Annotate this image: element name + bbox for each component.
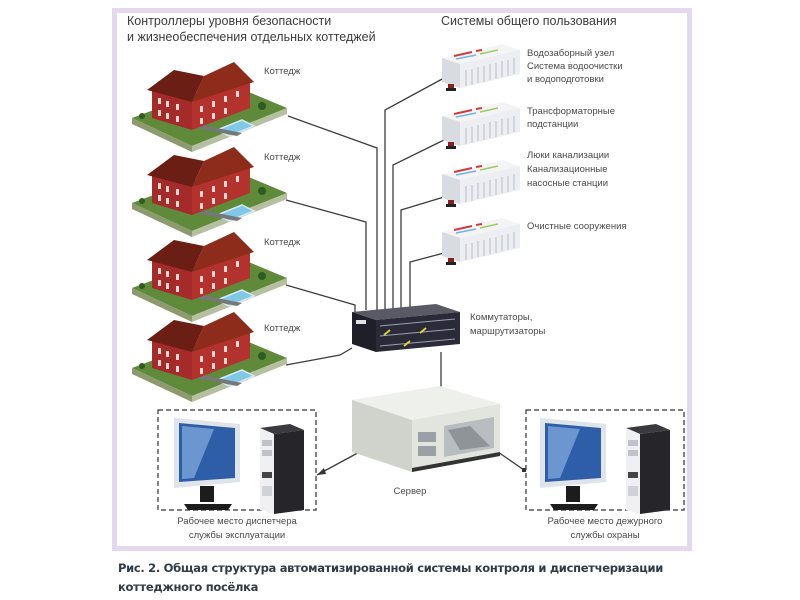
arrow-right-head (522, 468, 526, 472)
cottage-label: Коттедж (264, 66, 301, 77)
workstation-right-label: Рабочее место дежурного (548, 516, 663, 527)
cottage-label: Коттедж (264, 237, 301, 248)
cable-cottage-2 (285, 199, 367, 310)
server-icon (352, 386, 500, 472)
arrow-left-head (317, 468, 326, 475)
network-cables (285, 77, 526, 476)
server-label: Сервер (394, 486, 427, 497)
system-label-sewer: Канализационные (527, 164, 607, 175)
switch-label: маршрутизаторы (470, 326, 546, 337)
switch-router-icon (352, 304, 460, 352)
system-label-transformer: подстанции (527, 119, 578, 130)
figure-caption-line1: Рис. 2. Общая структура автоматизированн… (118, 561, 663, 575)
cable-transformer (392, 139, 445, 310)
figure-caption-line2: коттеджного посёлка (118, 580, 259, 594)
cottages-header-line1: Контроллеры уровня безопасности (127, 14, 331, 28)
cable-water-intake (384, 77, 445, 310)
cottages-header-line2: и жизнеобеспечения отдельных коттеджей (127, 30, 376, 44)
workstation-left-icon (174, 418, 304, 514)
system-label-sewer: насосные станции (527, 178, 608, 189)
common-systems-header: Системы общего пользования (441, 14, 617, 28)
cable-cottage-3 (285, 284, 356, 315)
workstation-right-icon (540, 418, 670, 514)
cable-cottage-4 (285, 347, 353, 366)
workstation-left-label: Рабочее место диспетчера (177, 516, 297, 527)
cable-cottage-1 (287, 115, 378, 310)
switch-label: Коммутаторы, (470, 312, 532, 323)
workstation-left-label: службы эксплуатации (189, 530, 285, 541)
controller-group (441, 43, 521, 266)
cottage-label: Коттедж (264, 152, 301, 163)
controller-icon (441, 101, 521, 150)
cottage-label: Коттедж (264, 323, 301, 334)
system-label-water-intake: и водоподготовки (527, 74, 604, 85)
controller-icon (441, 43, 521, 92)
controller-icon (441, 217, 521, 266)
system-label-water-intake: Система водоочистки (527, 61, 623, 72)
system-label-sewer: Люки канализации (527, 150, 609, 161)
cable-treatment (409, 252, 445, 310)
system-label-treatment: Очистные сооружения (527, 221, 627, 232)
cable-server-ws-right (497, 451, 525, 471)
workstation-right-label: службы охраны (570, 530, 639, 541)
figure-caption: Рис. 2. Общая структура автоматизированн… (118, 559, 698, 597)
workstation-right-boundary (525, 409, 685, 511)
system-label-water-intake: Водозаборный узел (527, 48, 614, 59)
workstation-left-boundary (157, 409, 317, 511)
system-label-transformer: Трансформаторные (527, 106, 615, 117)
controller-icon (441, 159, 521, 208)
cottage-group (131, 61, 288, 403)
cable-sewer (400, 196, 445, 310)
